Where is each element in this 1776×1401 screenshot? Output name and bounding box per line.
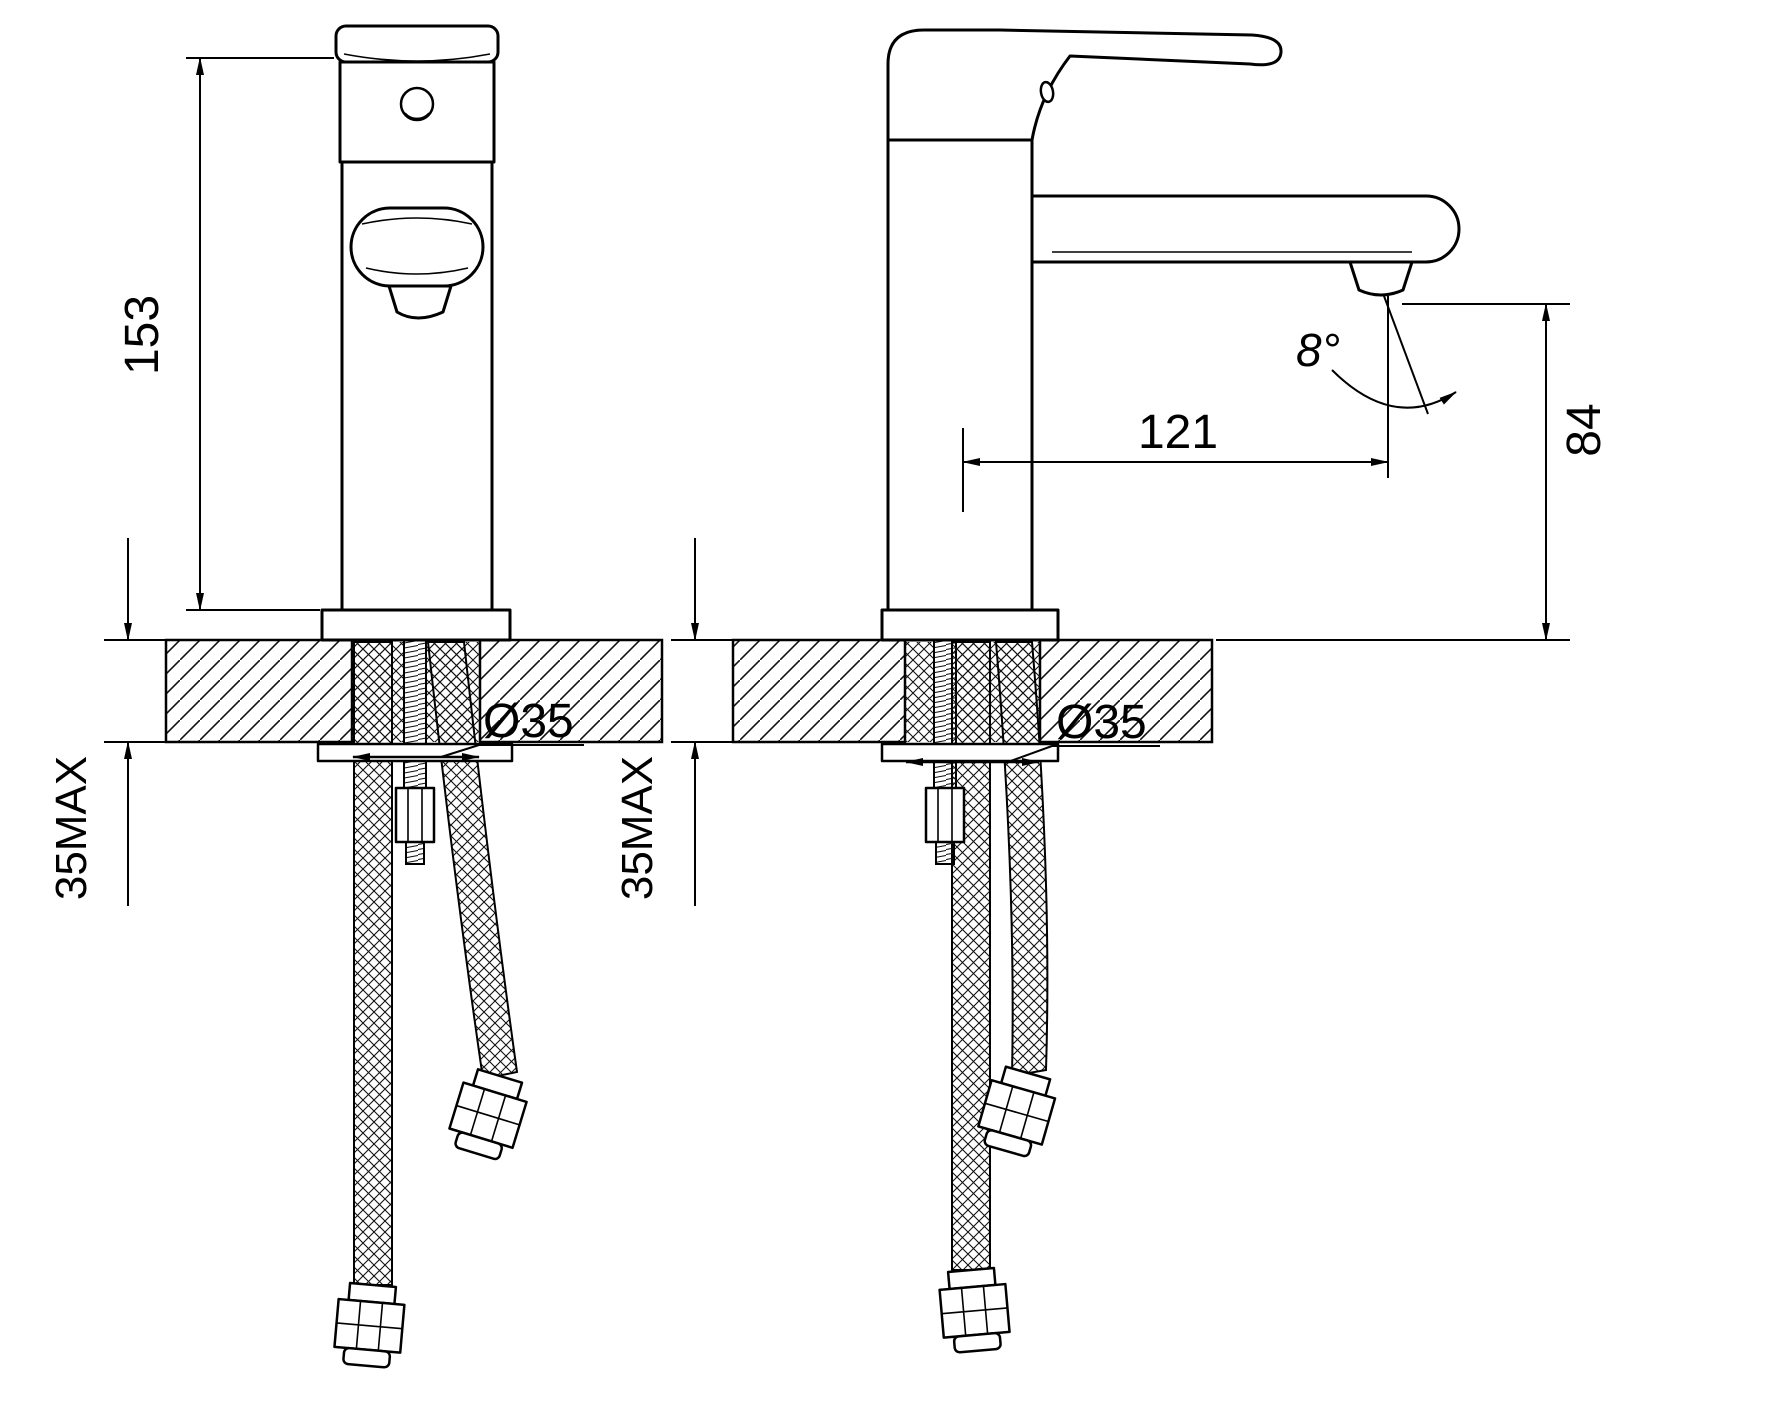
height-dimension-label: 153 bbox=[116, 295, 169, 375]
dimension-height: 153 bbox=[116, 57, 334, 611]
reach-dimension-label: 121 bbox=[1138, 406, 1218, 459]
dimension-reach: 121 bbox=[962, 296, 1389, 512]
dimension-hole-dia-side: Ø35 bbox=[905, 696, 1160, 766]
handle-screw bbox=[1039, 80, 1055, 104]
mounting-nut-front bbox=[394, 786, 436, 865]
dimension-counter-max-front: 35MAX bbox=[47, 538, 166, 906]
counter-slab-right bbox=[478, 638, 664, 744]
hose-fitting-straight bbox=[333, 1281, 406, 1369]
counter-slab-left bbox=[731, 638, 907, 744]
supply-hose-straight bbox=[951, 641, 991, 1271]
counter-slab-right bbox=[1038, 638, 1214, 744]
dimension-angle: 8° bbox=[1296, 295, 1457, 415]
faucet-side bbox=[880, 28, 1461, 642]
hole-dia-label-side: Ø35 bbox=[1056, 696, 1147, 749]
handle-front bbox=[334, 24, 500, 164]
hose-fitting-angled bbox=[977, 1065, 1057, 1158]
mounting-nut-side bbox=[924, 786, 966, 865]
countertop-section-side bbox=[731, 638, 1214, 744]
side-view: 121 8° 84 35MAX Ø35 bbox=[613, 28, 1611, 1354]
aerator-side bbox=[1348, 260, 1414, 297]
dimension-hole-dia-front: Ø35 bbox=[352, 695, 584, 761]
handle-side bbox=[886, 28, 1283, 142]
spout-height-label: 84 bbox=[1558, 403, 1611, 456]
supply-hose-straight bbox=[353, 641, 393, 1286]
hose-fitting-angled bbox=[448, 1068, 528, 1161]
dimension-counter-max-side: 35MAX bbox=[613, 538, 733, 906]
front-view: 153 35MAX Ø35 bbox=[47, 24, 664, 1369]
counter-max-label-side: 35MAX bbox=[613, 756, 662, 900]
counter-slab-left bbox=[164, 638, 354, 744]
spout-front bbox=[349, 206, 485, 320]
faucet-body-side bbox=[886, 138, 1034, 612]
spout-side bbox=[1030, 194, 1461, 297]
handle-button-front bbox=[399, 86, 435, 122]
angle-dimension-label: 8° bbox=[1296, 324, 1340, 376]
base-plate-front bbox=[320, 608, 512, 642]
base-plate-side bbox=[880, 608, 1060, 642]
hole-dia-label-front: Ø35 bbox=[483, 695, 574, 748]
counter-max-label-front: 35MAX bbox=[47, 756, 96, 900]
dimension-spout-height: 84 bbox=[1216, 303, 1611, 641]
faucet-front bbox=[320, 24, 512, 642]
hose-fitting-straight bbox=[938, 1266, 1011, 1354]
aerator-front bbox=[387, 284, 453, 320]
